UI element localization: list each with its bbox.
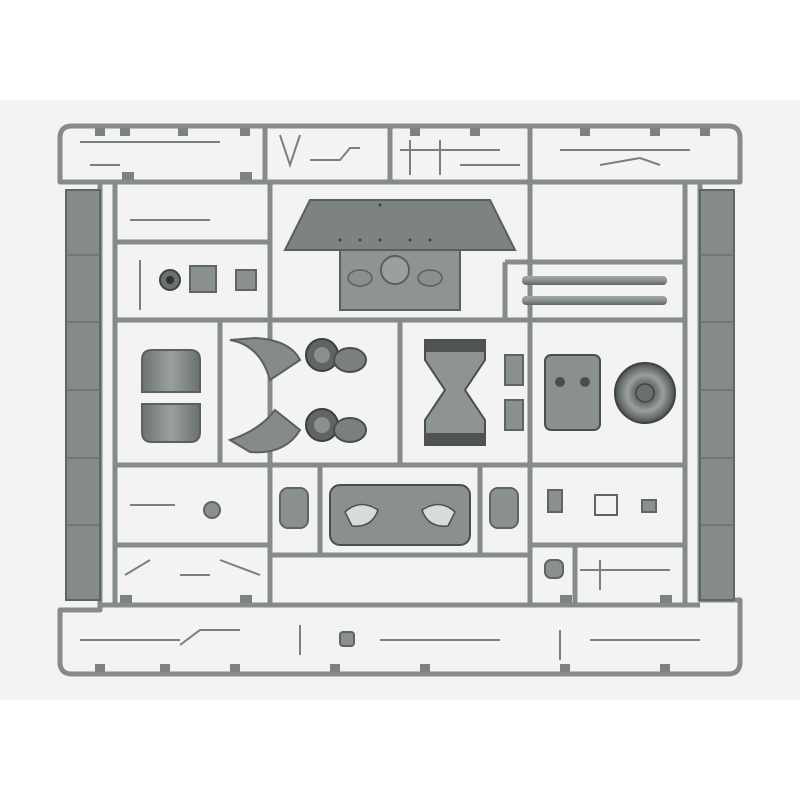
small-hub — [159, 265, 257, 293]
small-parts-thin — [80, 134, 700, 660]
side-bits — [203, 487, 657, 647]
hourglass-plates — [424, 339, 524, 446]
drums — [141, 349, 201, 443]
gate-tabs — [95, 128, 710, 672]
mantlet-plate — [329, 484, 471, 546]
side-fender-right — [699, 189, 735, 601]
barrels — [522, 276, 667, 305]
engine-deck-plate — [283, 199, 517, 311]
side-fender-left — [65, 189, 101, 601]
curved-guards — [227, 336, 302, 454]
hatch-plate — [544, 354, 601, 431]
sprocket-parts — [305, 338, 367, 443]
road-wheel — [614, 362, 676, 424]
sprue-frame — [57, 123, 743, 677]
